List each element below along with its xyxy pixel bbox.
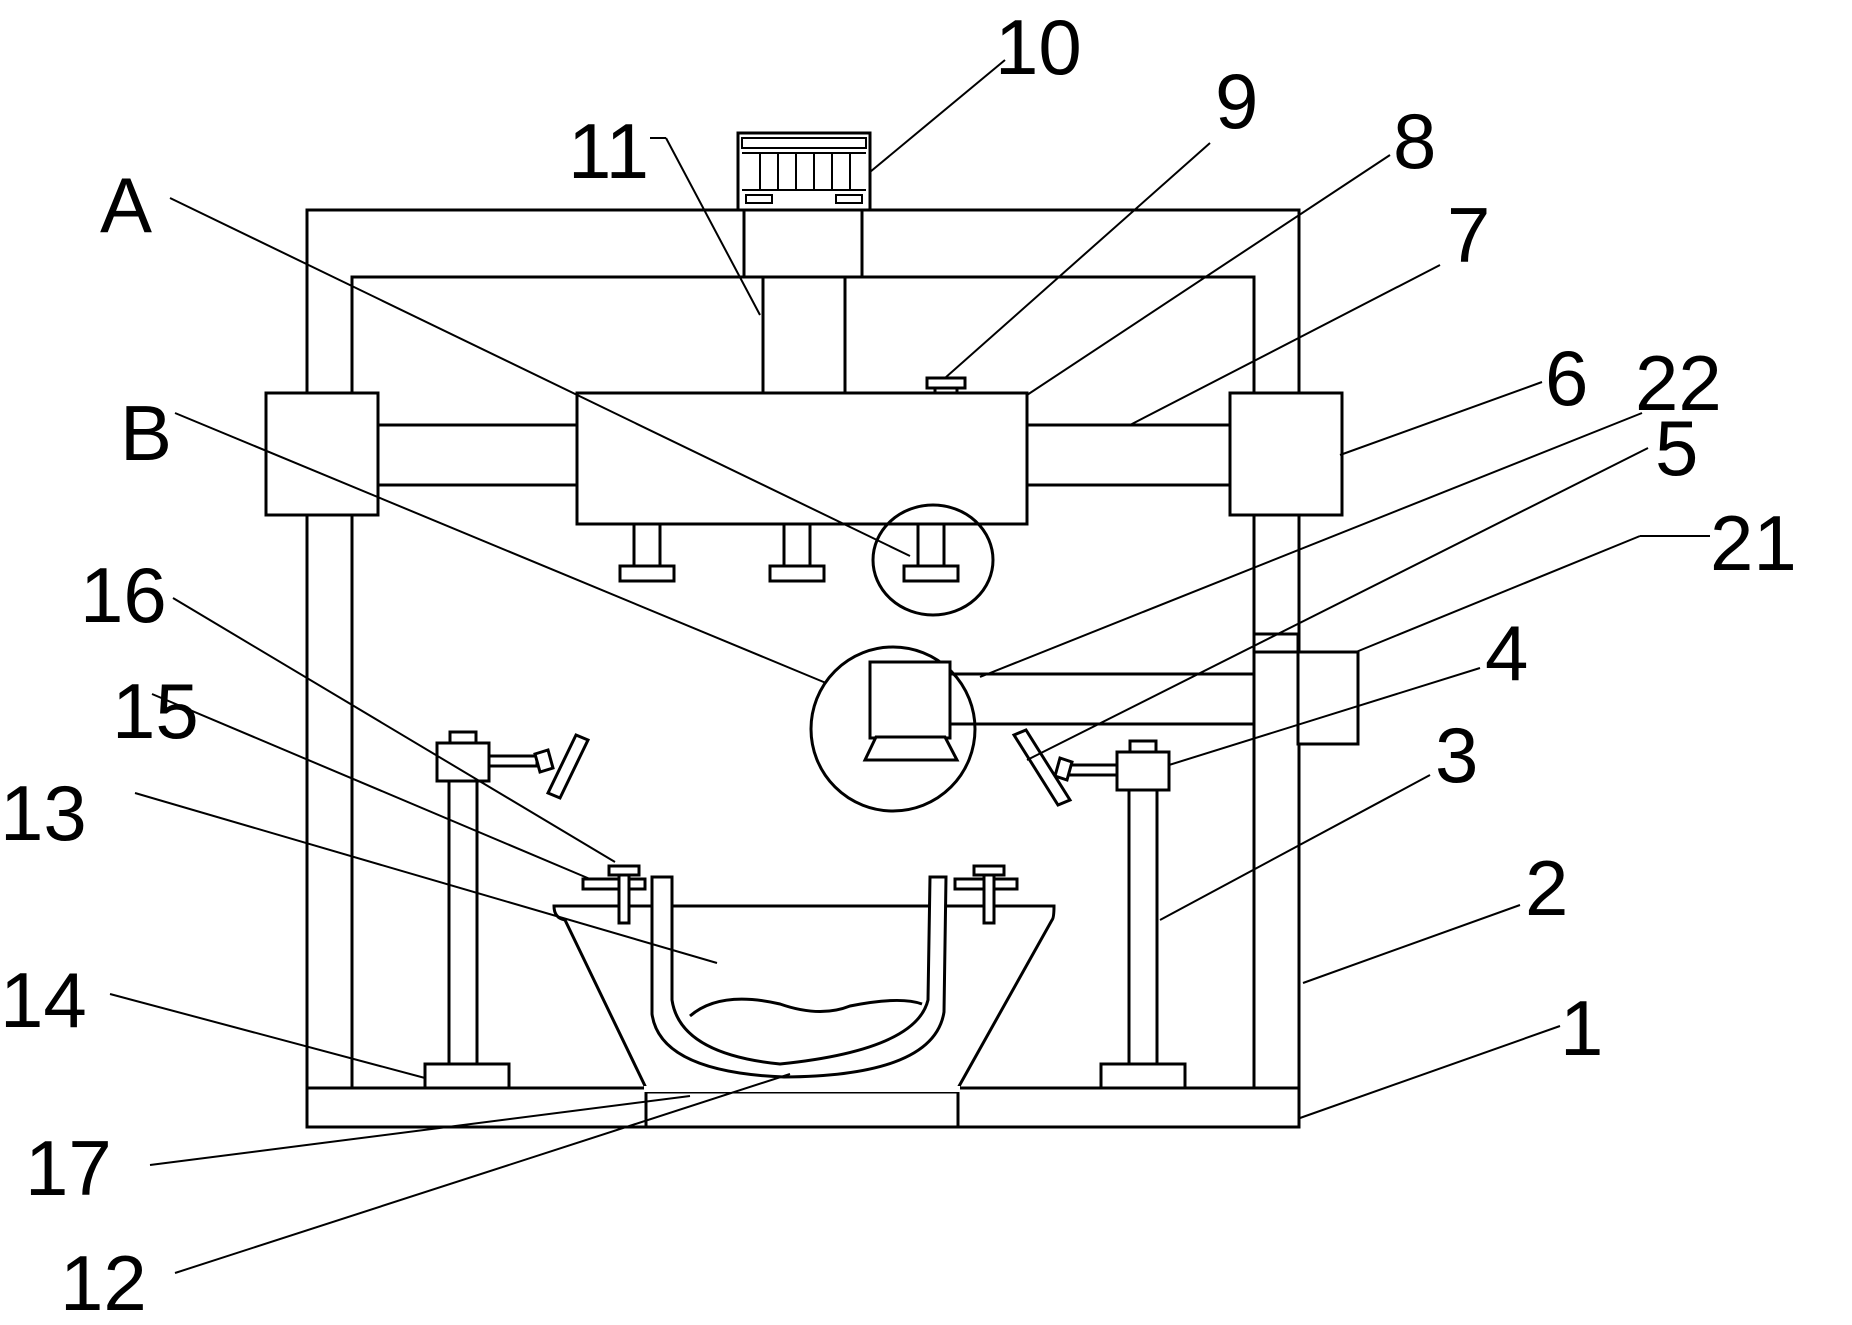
column-right [1127,788,1159,1066]
liner-water-line [689,997,923,1018]
label-1: 1 [1560,984,1603,1072]
bowl-liner [650,875,948,1079]
pressing-feet [618,522,960,583]
detail-circle-a [871,503,995,617]
label-15: 15 [112,667,199,755]
label-10: 10 [995,3,1082,91]
slider-block-right [1228,391,1344,517]
label-13: 13 [0,769,87,857]
label-2: 2 [1525,844,1568,932]
label-8: 8 [1393,97,1436,185]
label-7: 7 [1447,191,1490,279]
label-4: 4 [1485,609,1528,697]
clamp-plate-left [581,877,647,891]
spray-nozzle-right [1011,728,1171,807]
column-foot-right [1099,1062,1187,1090]
side-motor [1296,650,1360,746]
motor-mount [742,208,864,279]
column-left [447,779,479,1066]
label-22: 22 [1635,339,1722,427]
side-arm [948,672,1256,726]
top-motor-slot-left [745,194,773,204]
leader-lines [109,59,1710,1274]
labels: 1 2 3 4 5 6 7 8 9 10 11 12 13 14 15 16 1… [0,3,1797,1325]
label-6: 6 [1545,334,1588,422]
label-11: 11 [568,107,649,195]
label-14: 14 [0,956,87,1044]
top-button-stem [933,386,959,395]
base-plate [305,1086,1301,1129]
top-motor-slot-right [835,194,863,204]
label-b: B [120,389,172,477]
camera-lens [862,735,960,762]
label-9: 9 [1215,57,1258,145]
label-12: 12 [60,1239,147,1325]
clamp-bolts [607,864,1006,925]
top-motor-fins [759,153,851,190]
label-17: 17 [25,1124,112,1212]
camera-head [868,660,952,740]
label-16: 16 [80,551,167,639]
label-3: 3 [1435,711,1478,799]
label-a: A [100,161,152,249]
main-housing [575,391,1029,526]
detail-circle-b [809,645,977,813]
slider-block-left [264,391,380,517]
label-21: 21 [1710,499,1797,587]
top-motor-rail [741,137,867,149]
vertical-shaft [761,275,847,395]
label-5: 5 [1655,404,1698,492]
column-foot-left [423,1062,511,1090]
